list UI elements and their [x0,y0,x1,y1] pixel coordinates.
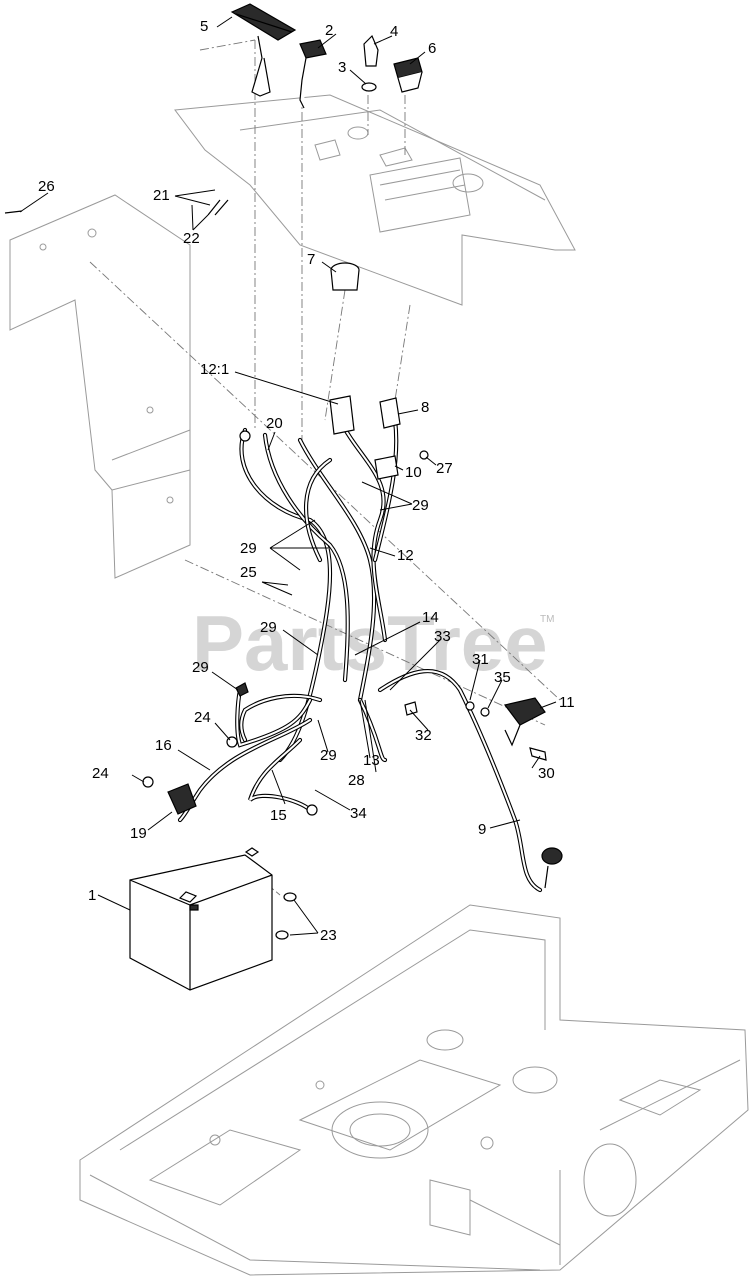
callout-16: 16 [155,737,172,754]
callout-32: 32 [415,727,432,744]
callout-1: 1 [88,887,96,904]
callout-3: 3 [338,59,346,76]
callouts: 1 2 3 4 5 6 7 8 9 10 11 12 12:1 13 14 15… [38,18,575,944]
washer-35 [480,707,490,717]
callout-7: 7 [307,251,315,268]
battery [129,847,273,991]
callout-23: 23 [320,927,337,944]
callout-15: 15 [270,807,287,824]
callout-25: 25 [240,564,257,581]
callout-9: 9 [478,821,486,838]
callout-28: 28 [348,772,365,789]
callout-29d: 29 [192,659,209,676]
ring-terminal-20 [239,430,251,442]
bolts-23 [275,892,297,940]
switch-11 [503,697,546,747]
hour-meter [230,3,297,97]
bulb [529,747,547,761]
console-panel [174,94,576,306]
clamp-29 [235,682,249,697]
ground-connector [541,847,563,889]
callout-26: 26 [38,178,55,195]
callout-35: 35 [494,669,511,686]
callout-6: 6 [428,40,436,57]
callout-22: 22 [183,230,200,247]
screw-26 [4,210,23,214]
callout-21: 21 [153,187,170,204]
washer-31 [465,701,475,711]
callout-30: 30 [538,765,555,782]
chassis-frame [79,904,749,1276]
connector-8 [379,397,401,429]
callout-29e: 29 [320,747,337,764]
callout-8: 8 [421,399,429,416]
relay [330,262,360,291]
ring-terminal-34 [306,804,318,816]
callout-27: 27 [436,460,453,477]
callout-12: 12 [397,547,414,564]
wire-harness [177,417,543,893]
terminal-boot [167,783,197,815]
callout-29a: 29 [412,497,429,514]
callout-4: 4 [390,23,398,40]
callout-24b: 24 [92,765,109,782]
callout-24a: 24 [194,709,211,726]
fuse-block [374,455,399,480]
callout-10: 10 [405,464,422,481]
nut-24b [142,776,154,788]
switch-2 [299,39,327,109]
callout-13: 13 [363,752,380,769]
callout-19: 19 [130,825,147,842]
parts [4,3,563,991]
connector-32 [404,701,418,716]
callout-34: 34 [350,805,367,822]
callout-14: 14 [422,609,439,626]
diode-21 [207,199,229,216]
callout-12-1: 12:1 [200,361,229,378]
callout-29b: 29 [240,540,257,557]
switch-6 [393,57,423,93]
callout-20: 20 [266,415,283,432]
callout-29c: 29 [260,619,277,636]
callout-11: 11 [559,694,575,711]
callout-5: 5 [200,18,208,35]
callout-31: 31 [472,651,489,668]
callout-2: 2 [325,22,333,39]
side-panel [9,194,191,579]
connector-12-1 [329,395,355,435]
leader-lines [19,16,557,936]
callout-33: 33 [434,628,451,645]
watermark-trademark: TM [540,614,554,625]
